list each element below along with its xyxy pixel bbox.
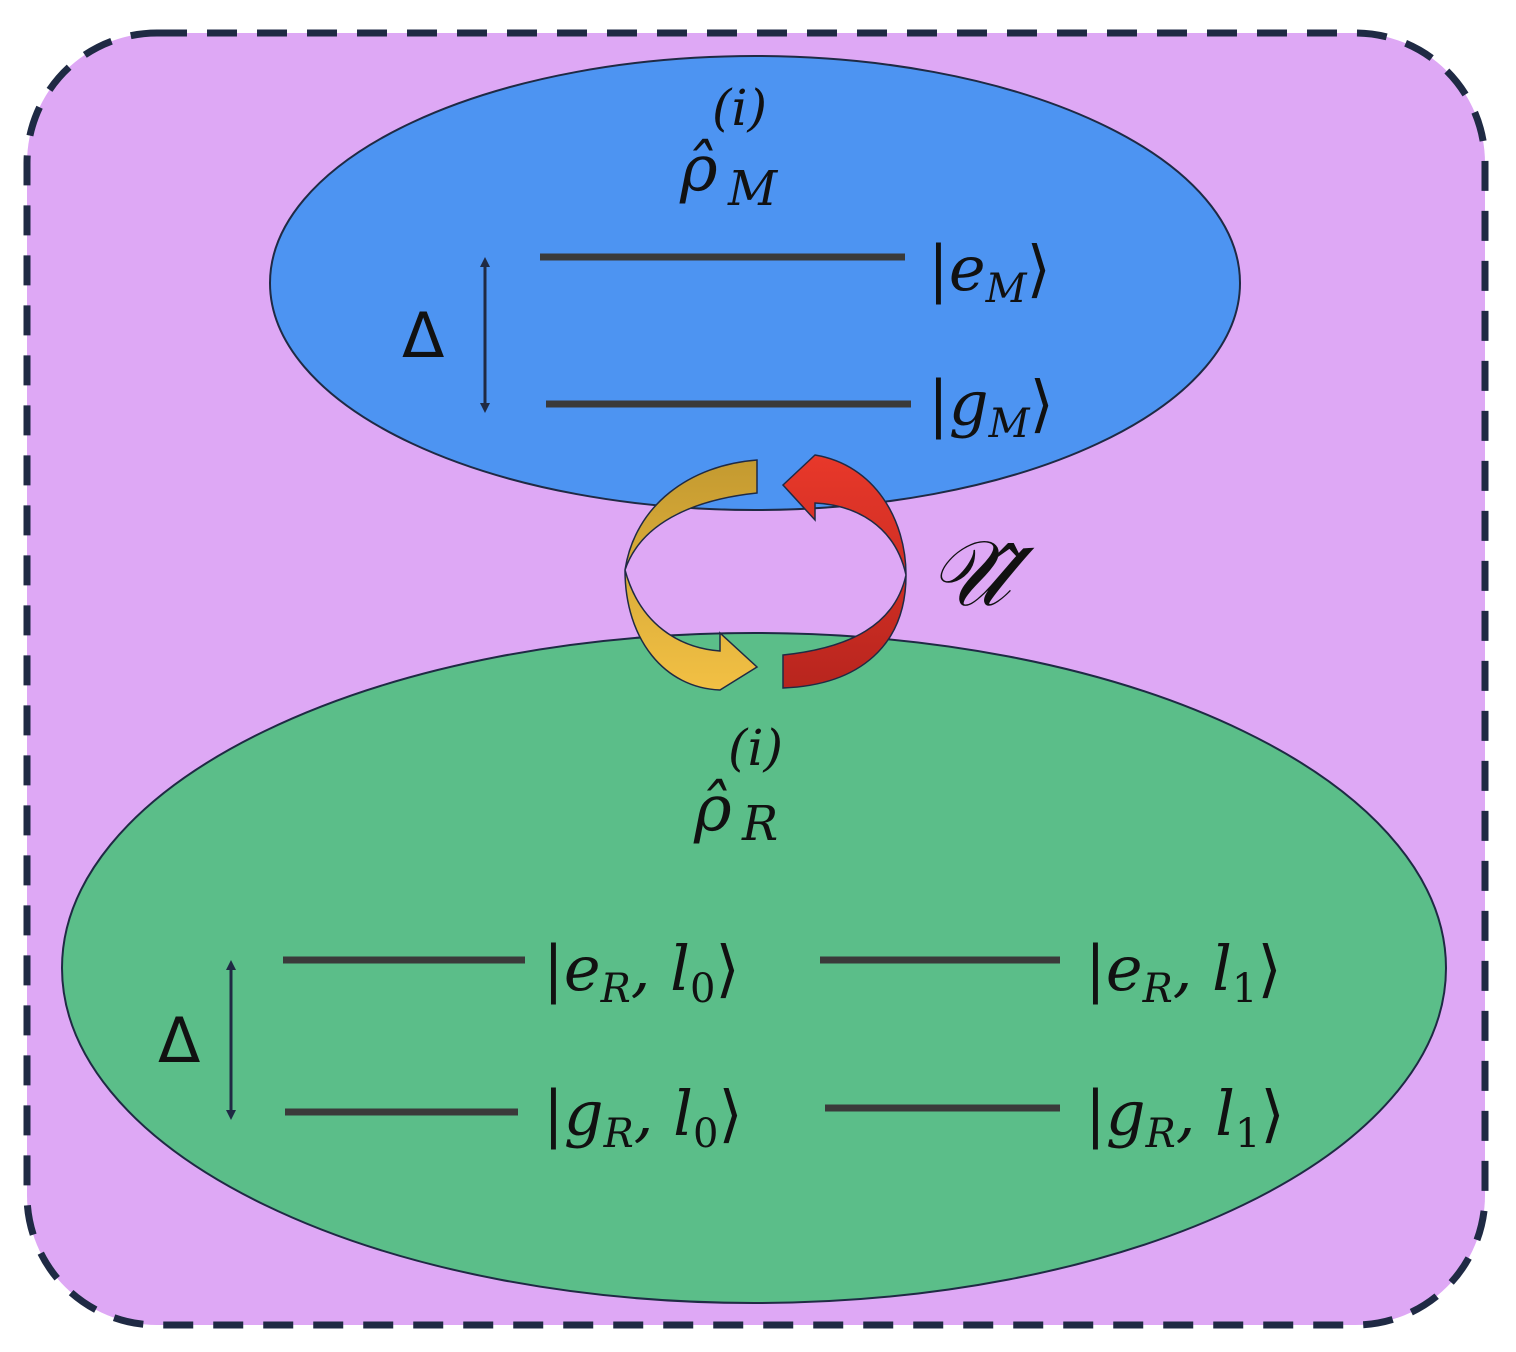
svg-text:|gM⟩: |gM⟩ bbox=[928, 367, 1054, 447]
reservoir-ket-e-l0: |eR, l0⟩ bbox=[543, 932, 740, 1012]
memory-ground-ket: |gM⟩ bbox=[928, 367, 1054, 447]
memory-ellipse bbox=[269, 55, 1241, 511]
svg-text:|eR, l1⟩: |eR, l1⟩ bbox=[1085, 932, 1282, 1012]
reservoir-gap-label: Δ bbox=[158, 1004, 200, 1077]
yellow-arrow-icon bbox=[624, 459, 759, 691]
reservoir-ellipse bbox=[61, 632, 1447, 1304]
reservoir-ket-g-l0: |gR, l0⟩ bbox=[543, 1077, 743, 1157]
reservoir-rho-superscript: (i) bbox=[728, 719, 783, 777]
svg-text:|gR, l1⟩: |gR, l1⟩ bbox=[1085, 1077, 1285, 1157]
memory-rho-symbol: ρ̂ bbox=[679, 132, 718, 206]
memory-excited-ket: |eM⟩ bbox=[928, 232, 1051, 312]
memory-density-label: ρ̂ M (i) bbox=[679, 79, 779, 217]
reservoir-density-label: ρ̂ R (i) bbox=[693, 719, 783, 852]
reservoir-rho-symbol: ρ̂ bbox=[693, 772, 732, 846]
reservoir-rho-subscript: R bbox=[741, 796, 778, 852]
memory-rho-superscript: (i) bbox=[712, 79, 767, 137]
red-arrow-icon bbox=[781, 454, 907, 689]
svg-text:|gR, l0⟩: |gR, l0⟩ bbox=[543, 1077, 743, 1157]
memory-gap-label: Δ bbox=[402, 299, 444, 372]
svg-text:|eM⟩: |eM⟩ bbox=[928, 232, 1051, 312]
reservoir-ket-e-l1: |eR, l1⟩ bbox=[1085, 932, 1282, 1012]
svg-text:|eR, l0⟩: |eR, l0⟩ bbox=[543, 932, 740, 1012]
coupling-cycle bbox=[624, 454, 907, 691]
memory-rho-subscript: M bbox=[727, 161, 779, 217]
reservoir-ket-g-l1: |gR, l1⟩ bbox=[1085, 1077, 1285, 1157]
